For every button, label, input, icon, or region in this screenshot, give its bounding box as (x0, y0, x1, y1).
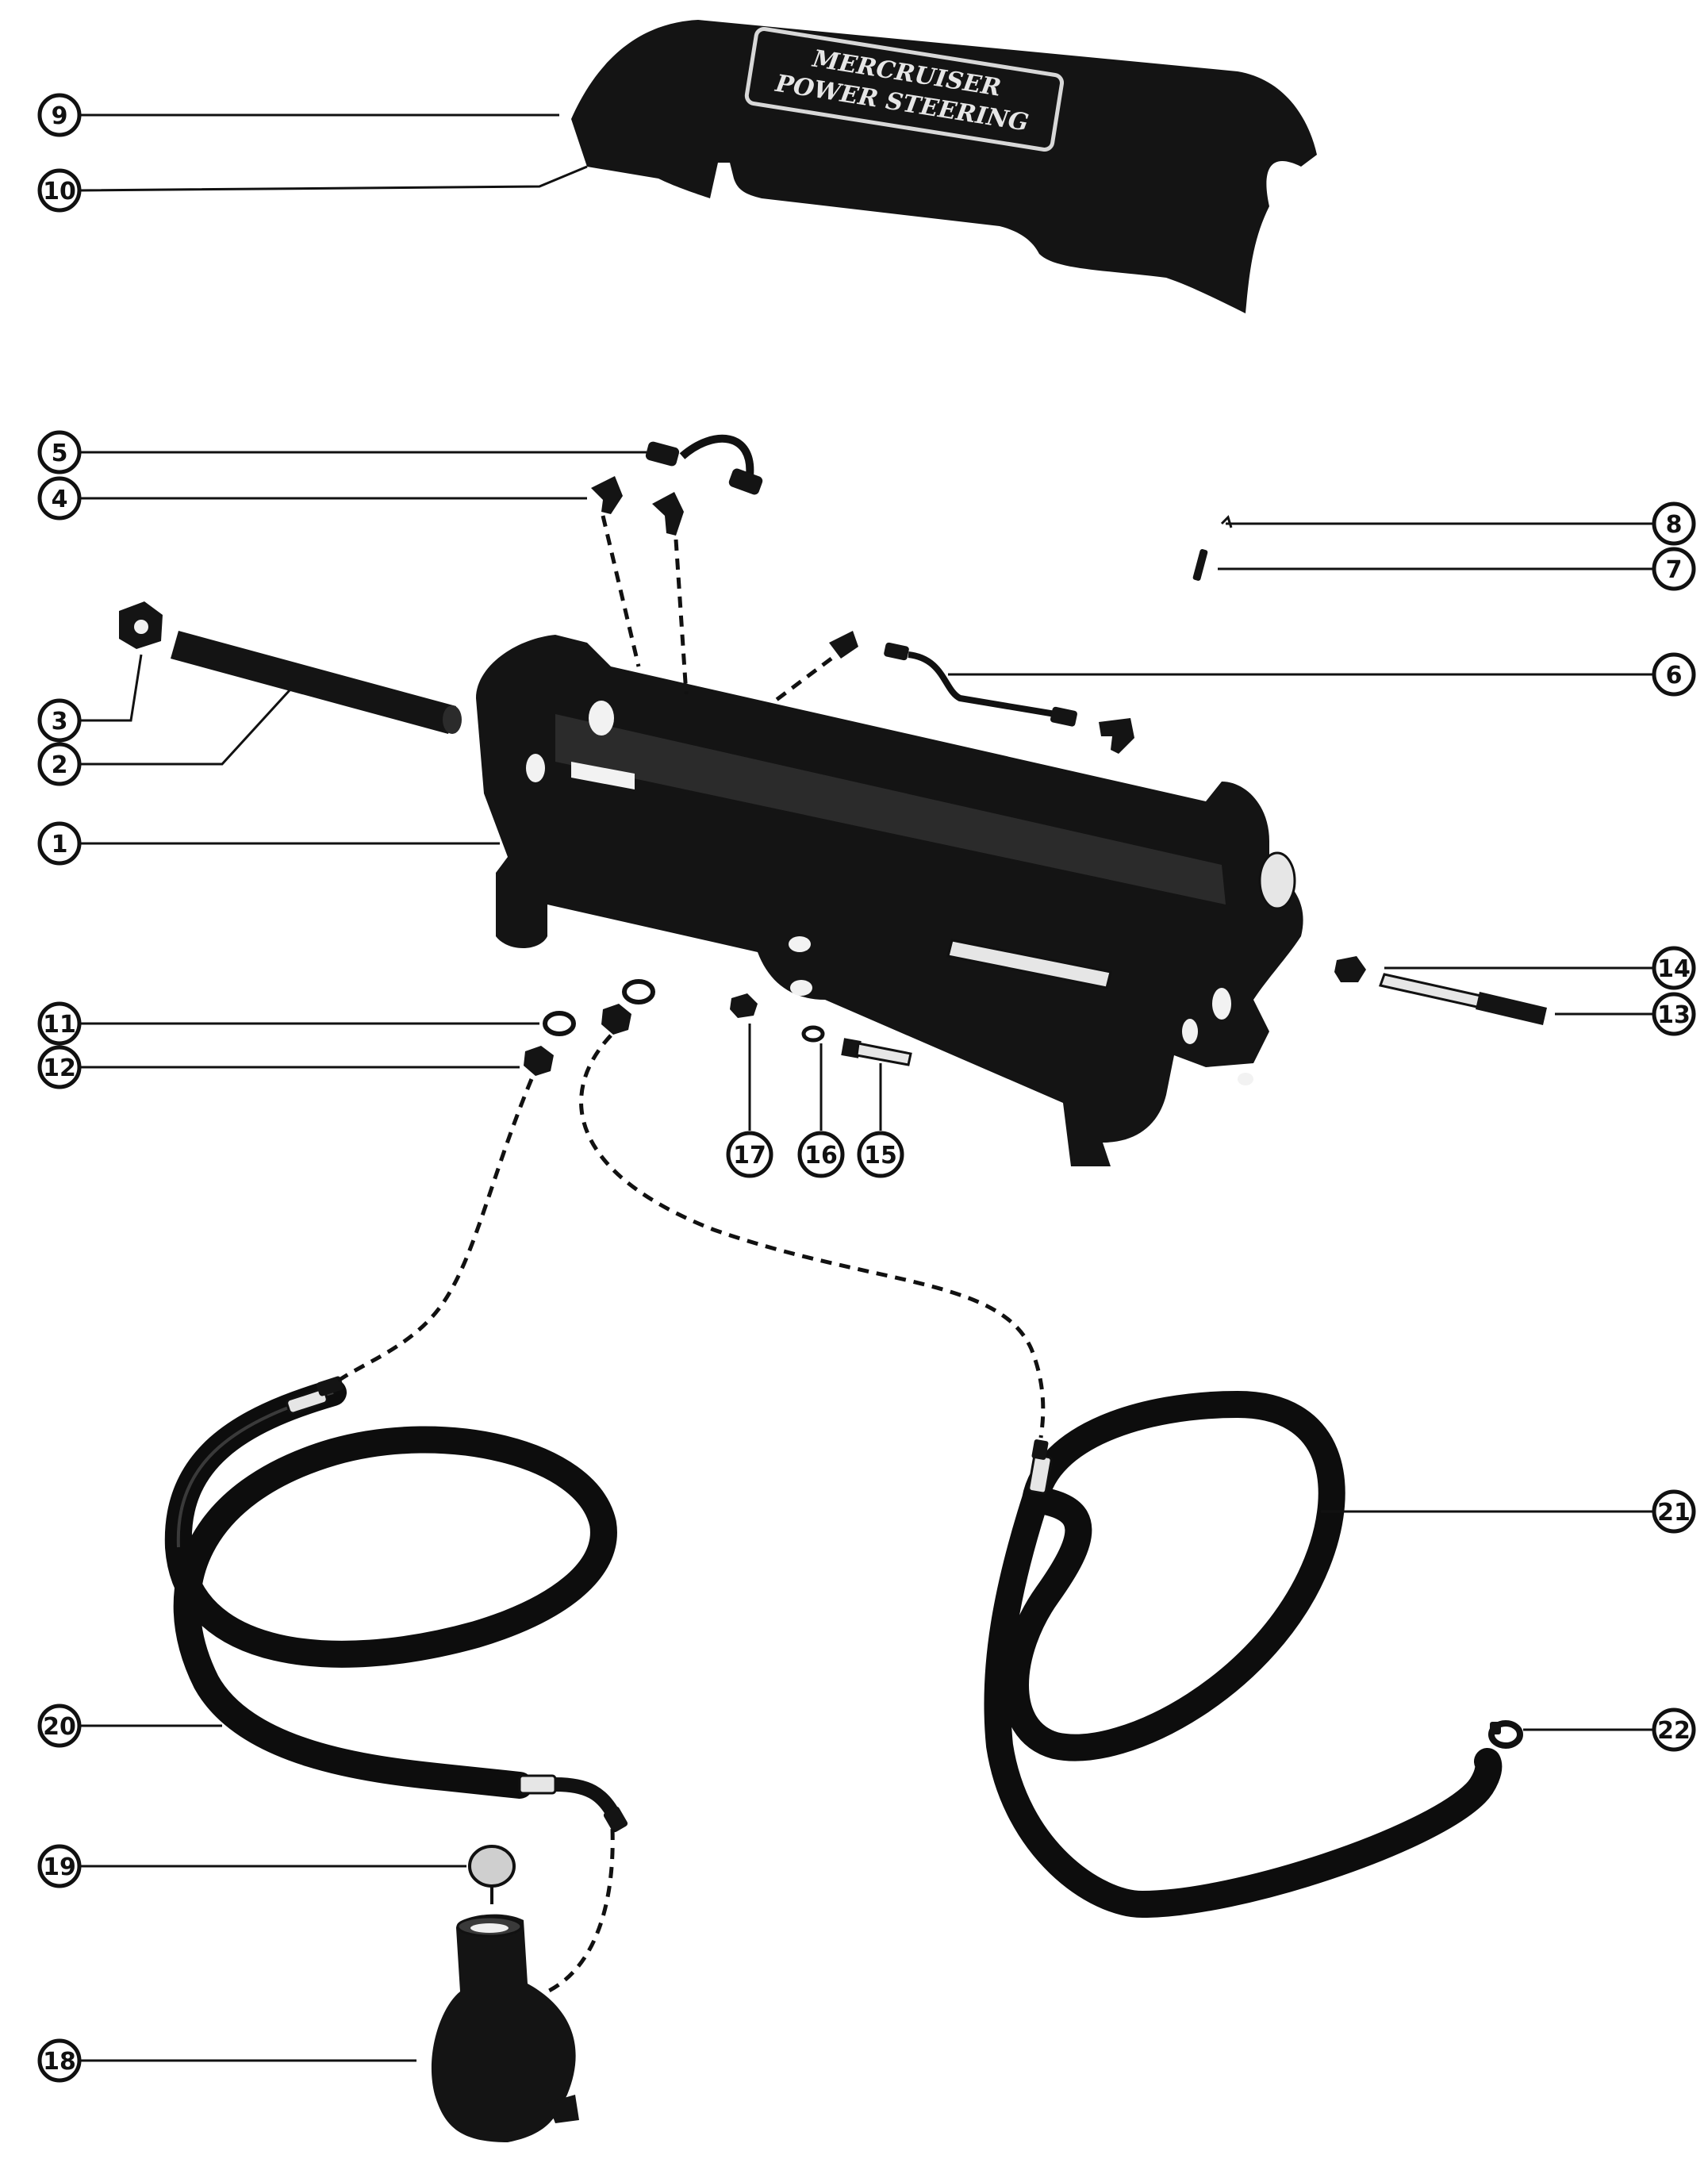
tube-part-6 (829, 631, 1134, 754)
svg-text:7: 7 (1666, 556, 1683, 584)
callout-8: 8 (1652, 501, 1696, 546)
callout-3: 3 (37, 698, 82, 743)
svg-text:15: 15 (864, 1142, 897, 1170)
callout-19: 19 (37, 1844, 82, 1888)
rod-part-13-14 (1334, 956, 1547, 1025)
svg-text:5: 5 (52, 440, 68, 467)
callout-12: 12 (37, 1045, 82, 1089)
svg-text:21: 21 (1657, 1499, 1691, 1527)
callout-14: 14 (1652, 946, 1696, 990)
leader-lines (79, 113, 1654, 2062)
svg-text:3: 3 (52, 708, 68, 736)
callout-13: 13 (1652, 992, 1696, 1036)
svg-text:9: 9 (52, 102, 68, 130)
callout-7: 7 (1652, 547, 1696, 591)
callout-9: 9 (37, 93, 82, 137)
hose-part-20 (164, 1376, 628, 1833)
svg-text:13: 13 (1657, 1001, 1691, 1029)
pin-part-7-8 (1192, 515, 1233, 581)
power-steering-cylinder (476, 635, 1303, 1166)
callout-5: 5 (37, 430, 82, 474)
clamp-part-22 (1488, 1720, 1523, 1749)
svg-text:19: 19 (43, 1853, 76, 1881)
svg-text:12: 12 (43, 1054, 76, 1082)
hose-part-21 (984, 1390, 1503, 1919)
svg-text:16: 16 (804, 1142, 838, 1170)
callout-17: 17 (726, 1131, 773, 1178)
callout-18: 18 (37, 2038, 82, 2083)
callout-20: 20 (37, 1704, 82, 1748)
callout-2: 2 (37, 742, 82, 786)
svg-text:2: 2 (52, 751, 68, 779)
callout-15: 15 (857, 1131, 904, 1178)
cover-logo-plate (744, 27, 1065, 152)
cap-part-19 (468, 1845, 516, 1904)
hardware-part-11-12 (524, 979, 655, 1076)
callout-22: 22 (1652, 1707, 1696, 1752)
callout-4: 4 (37, 476, 82, 520)
svg-text:20: 20 (43, 1713, 76, 1741)
svg-text:22: 22 (1657, 1717, 1691, 1745)
callout-16: 16 (797, 1131, 845, 1178)
fittings-part-4-5 (591, 434, 763, 536)
reservoir-part-18 (431, 1914, 579, 2142)
tube-part-2 (171, 631, 462, 734)
callout-11: 11 (37, 1001, 82, 1046)
svg-text:14: 14 (1657, 955, 1691, 983)
svg-text:10: 10 (43, 178, 76, 206)
callout-10: 10 (37, 168, 82, 213)
callout-1: 1 (37, 821, 82, 866)
svg-text:6: 6 (1666, 662, 1683, 690)
svg-text:17: 17 (733, 1142, 766, 1170)
svg-text:4: 4 (52, 486, 68, 513)
power-steering-cover: MERCRUISER POWER STEERING (571, 20, 1317, 313)
connection-dashes (332, 515, 1046, 1994)
hardware-part-15-16-17 (730, 993, 912, 1066)
svg-text:8: 8 (1666, 511, 1683, 539)
svg-text:1: 1 (52, 831, 68, 859)
svg-text:11: 11 (43, 1011, 76, 1039)
svg-text:18: 18 (43, 2048, 76, 2076)
callout-6: 6 (1652, 652, 1696, 697)
nut-part-3 (119, 601, 163, 649)
callout-21: 21 (1652, 1489, 1696, 1534)
